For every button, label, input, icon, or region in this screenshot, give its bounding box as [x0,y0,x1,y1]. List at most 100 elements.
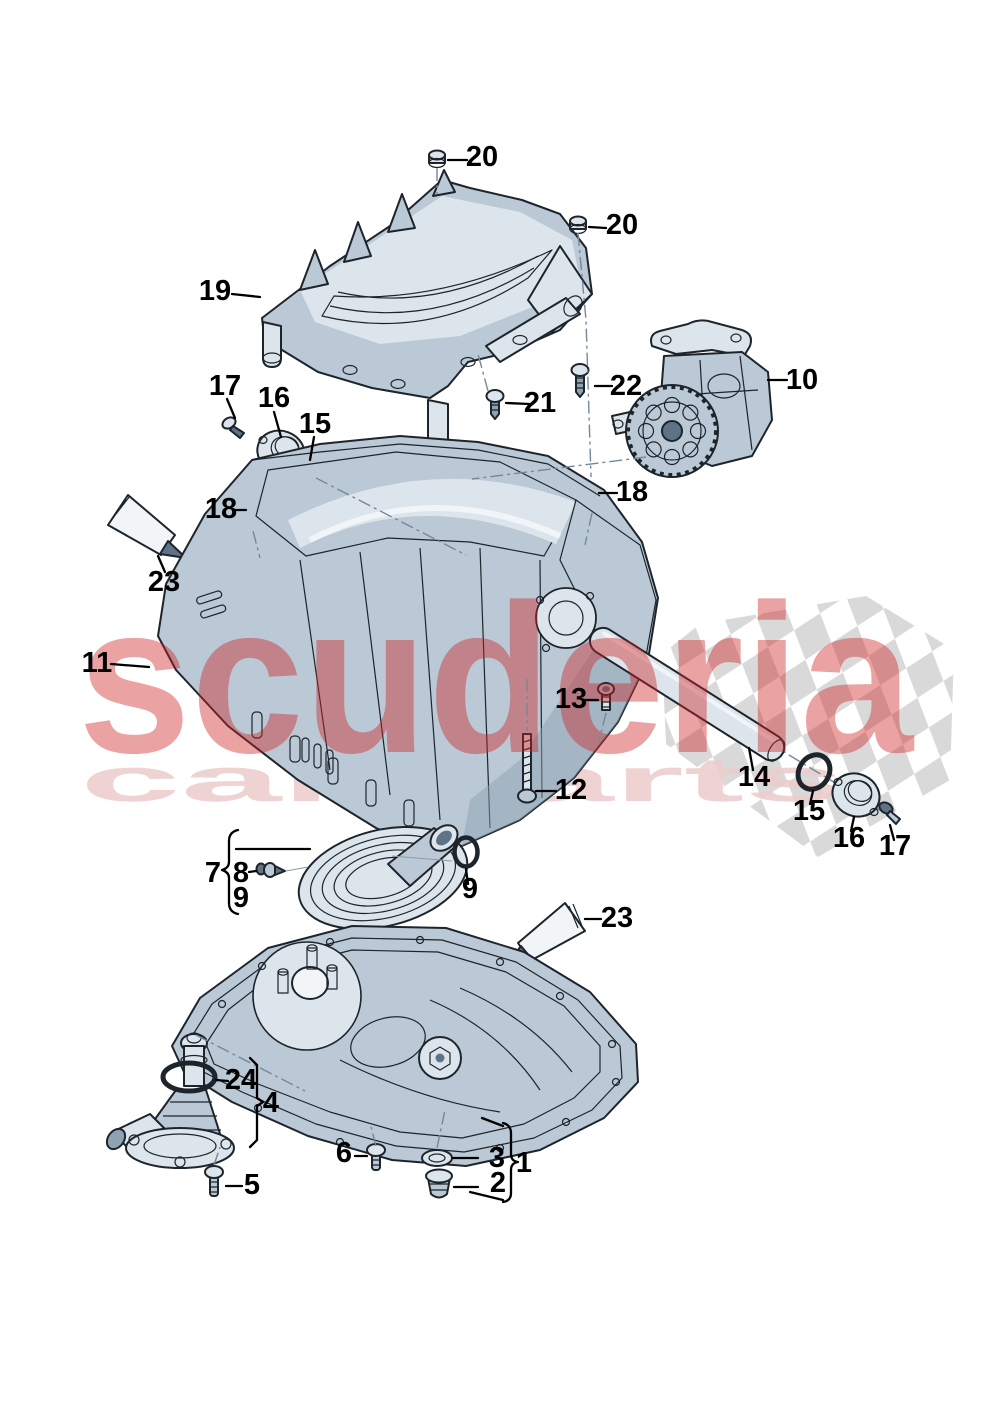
datum-line [252,530,261,559]
callout-24: 24 [225,1064,257,1096]
oil-baffle-cone-part [297,824,469,931]
tray-boss [390,378,406,390]
datum-line [213,1146,221,1166]
upper-pan-tunnel-highlight [308,504,562,543]
tray-pipe-end [563,295,583,317]
rim-bolt-hole [415,935,425,945]
axis-line [391,855,453,862]
nut-20-right [569,215,587,235]
watermark-scuderia-text: scuderia [78,560,915,797]
leader-17-right [888,823,896,842]
drain-boss-center [435,1053,445,1063]
vent-slot [301,737,310,763]
callout-6: 6 [336,1137,352,1169]
callout-17-left: 17 [209,370,241,402]
baffle-ring [321,842,445,914]
screw-shaft [886,810,901,825]
sprocket-hole [663,448,681,466]
washer-outer [421,1149,453,1167]
bolt-pillar [365,779,377,807]
flange-ear-hole [833,777,843,787]
leader-17-left [225,397,237,420]
datum-line [315,477,467,556]
vent-slot [200,604,227,619]
screw-shaft [229,425,245,439]
o-ring-15-right [795,752,833,792]
plug-ridges [430,1183,448,1191]
rim-bolt-hole [561,1117,571,1127]
callout-19: 19 [199,275,231,307]
screw-22 [570,363,590,398]
rim-bolt-hole [335,1137,345,1147]
leader-21 [504,401,531,406]
upper-pan-vent-slots [196,590,334,775]
nut-top [569,215,587,227]
standoff-pin-cap [326,964,338,972]
washer-hole [428,1153,446,1163]
checkered-flag-watermark [662,596,954,857]
upper-pan-seal-bore-inner [548,600,584,636]
bolt-threads [373,1159,379,1166]
standoff-pin [277,971,289,994]
tray-channel-ribs [329,255,539,314]
rim-bolt-hole [607,1039,617,1049]
pickup-base-inner [143,1133,217,1159]
pump-bracket-hole [730,333,742,343]
standoff-pin-cap [277,968,289,976]
bracket-4 [248,1056,265,1149]
nut-top [428,149,446,161]
callout-13: 13 [555,683,587,715]
bolt-pillar [251,711,263,739]
lower-pan-body [171,925,639,1167]
leader-20-right [587,225,608,230]
pickup-stub-opening [105,1127,127,1151]
pump-sprocket-teeth [626,385,718,477]
leader-lines [109,158,896,1202]
rim-bolt-hole [495,957,505,967]
datum-line [195,1034,306,1092]
bracket-7 [220,828,240,916]
screw-head [570,363,590,377]
axis-line [285,866,309,872]
pump-cylinder [707,373,741,399]
leader-23-top [156,554,167,574]
pickup-ear-hole [220,1138,232,1150]
lower-pan-ribs [339,987,573,1113]
leader-11 [109,662,151,669]
callout-18-left: 18 [205,493,237,525]
pickup-ear-hole [128,1134,140,1146]
upper-pan-seal-bore [535,587,597,649]
sprocket-hole [637,422,655,440]
oil-pump-part [611,319,773,478]
nut-20-top [428,149,446,169]
rim-bolt-hole [555,991,565,1001]
datum-line [471,456,647,480]
callout-4: 4 [263,1087,279,1119]
tray-boss [460,356,476,368]
tray-fin [299,249,329,291]
flange-bore [847,780,873,802]
bolt-5 [204,1165,224,1197]
callout-8: 8 [233,857,249,889]
leader-9 [464,867,470,886]
tube-crimp-lines [111,495,131,520]
plug-head [425,1168,453,1184]
leader-16-left [272,410,283,439]
tube-body [107,494,176,556]
leader-14 [747,746,755,772]
rim-bolt-hole [495,1143,505,1153]
vent-slot [313,743,322,769]
rim-bolt-hole [217,999,227,1009]
bore-bolt-hole [585,591,595,601]
rim-bolt-hole [257,961,267,971]
callout-1: 1 [516,1147,532,1179]
callout-9-ring: 9 [462,873,478,905]
seal-ring-3 [421,1149,453,1167]
callout-20-top: 20 [466,141,498,173]
callout-brackets [220,828,520,1204]
bolt-12 [517,733,537,804]
bolt-head [204,1165,224,1179]
tray-fin [387,193,416,233]
bolt-13 [597,682,615,711]
tray-fin [432,169,456,197]
